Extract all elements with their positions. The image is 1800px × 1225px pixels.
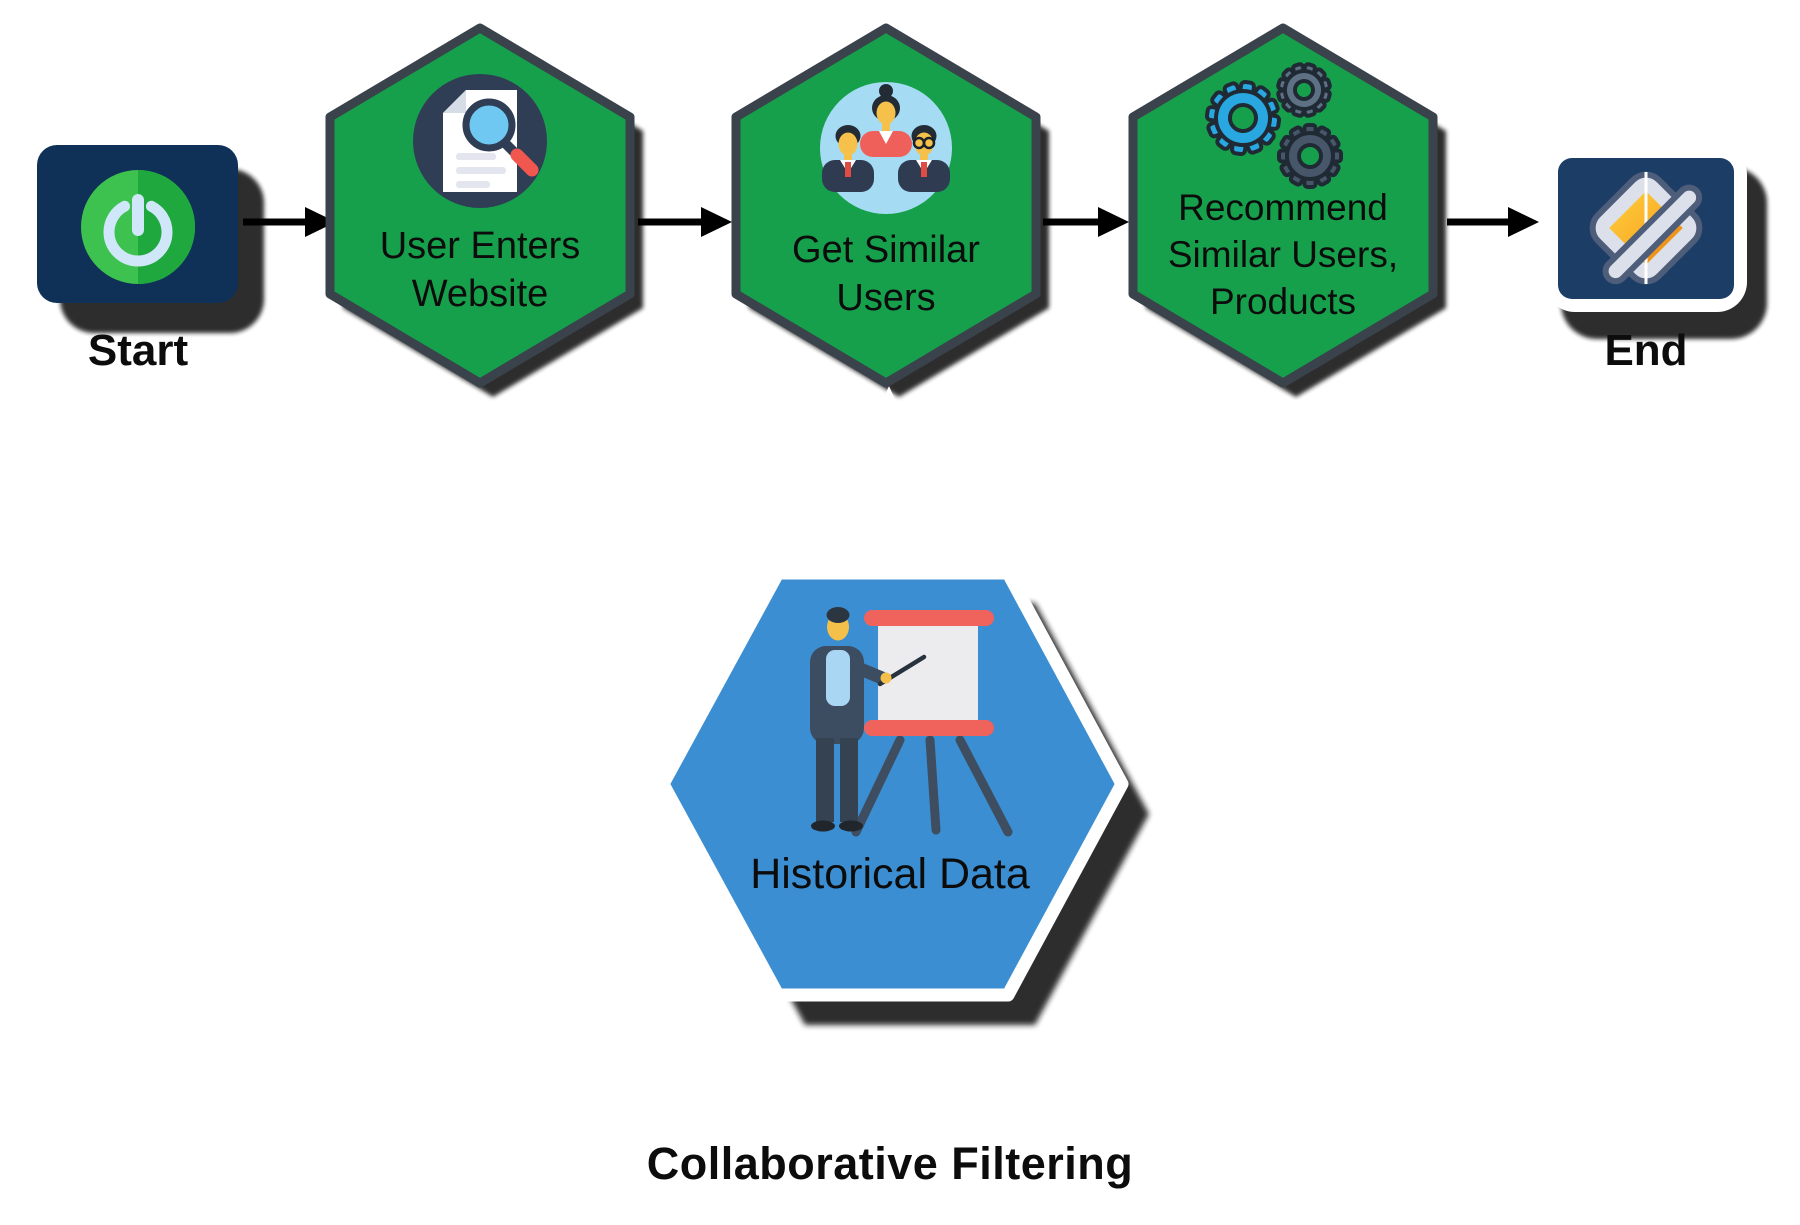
flow-arrows (243, 207, 1539, 237)
step3-label: Recommend Similar Users, Products (1167, 187, 1399, 322)
arrow-data-to-step2 (872, 386, 906, 578)
step1-label: User Enters Website (379, 225, 581, 315)
presenter-flipchart-icon (810, 607, 1013, 837)
start-node (37, 145, 238, 303)
step2-label: Get Similar Users (792, 229, 980, 319)
power-icon (81, 170, 195, 284)
arrow-step3-to-end (1447, 207, 1539, 237)
end-label: End (1604, 326, 1688, 375)
start-label: Start (87, 326, 189, 375)
hexagon-recommend-similar (1128, 23, 1438, 388)
diamond-badge-icon (1589, 171, 1703, 285)
historical-data-hexagon (656, 566, 1129, 1002)
hexagon-get-similar-users (731, 23, 1041, 388)
diagram-caption: Collaborative Filtering (646, 1138, 1134, 1189)
arrow-start-to-step1 (243, 207, 336, 237)
document-search-icon (413, 74, 547, 208)
arrow-step1-to-step2 (638, 207, 732, 237)
end-node (1545, 145, 1747, 312)
similar-users-icon (820, 82, 952, 214)
gears-icon (1204, 62, 1343, 189)
hexagon-user-enters-website (325, 23, 635, 388)
arrow-step2-to-step3 (1043, 207, 1129, 237)
historical-data-label: Historical Data (750, 850, 1030, 898)
